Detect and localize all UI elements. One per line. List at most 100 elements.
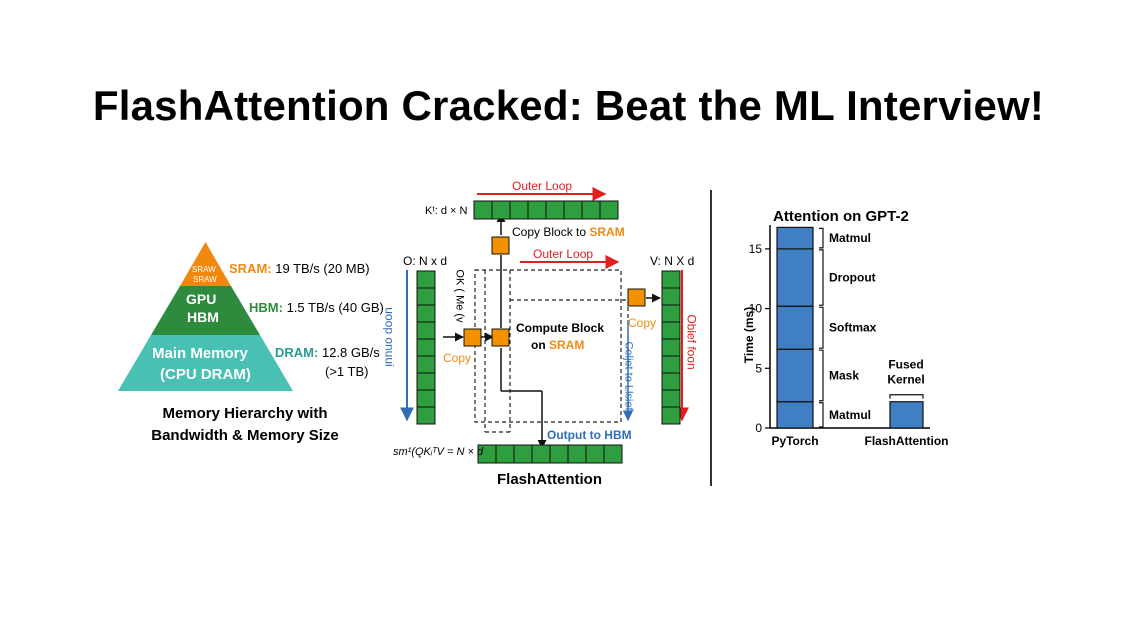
pyramid-bottom — [118, 335, 293, 391]
dram-label: DRAM: — [275, 345, 319, 360]
v-matrix-cell — [661, 389, 681, 408]
copy-block-right — [627, 288, 646, 307]
fused-label: Fused — [888, 358, 923, 372]
v-label: V: N X d — [650, 254, 695, 268]
v-matrix-cell — [661, 406, 681, 425]
pyramid-top-text-2: SRAW — [193, 275, 217, 284]
output-matrix-cell — [495, 444, 515, 464]
x-tick-label: FlashAttention — [865, 434, 949, 448]
sm-label: sm¹(QKᵢᵀV = N × d — [393, 446, 484, 458]
o-label: O: N x d — [403, 254, 448, 268]
dram-spec: DRAM: 12.8 GB/s — [275, 345, 380, 360]
output-matrix-cell — [513, 444, 533, 464]
o-matrix-cell — [416, 304, 436, 323]
flashattention-diagram — [400, 187, 689, 464]
output-matrix-cell — [531, 444, 551, 464]
k-matrix-cell — [563, 200, 583, 220]
y-tick-label: 5 — [755, 361, 762, 375]
x-tick-label: PyTorch — [771, 434, 818, 448]
compute-sram: SRAM — [549, 338, 585, 352]
memory-caption-line-1: Memory Hierarchy with — [162, 405, 328, 422]
segment-bracket — [819, 306, 824, 349]
segment-label: Dropout — [829, 271, 876, 285]
o-matrix-cell — [416, 338, 436, 357]
divider — [710, 190, 712, 486]
o-matrix-cell — [416, 355, 436, 374]
o-matrix-cell — [416, 406, 436, 425]
v-matrix-cell — [661, 270, 681, 289]
hbm-spec: HBM: 1.5 TB/s (40 GB) — [249, 300, 384, 315]
k-matrix — [473, 200, 619, 220]
v-matrix — [661, 270, 681, 425]
copy-block-label: Copy Block to SRAM — [512, 225, 625, 239]
dram-value: 12.8 GB/s — [321, 345, 380, 360]
copy-block-sram: SRAM — [589, 225, 625, 239]
segment-label: Mask — [829, 368, 859, 382]
memory-caption-line-2: Bandwidth & Memory Size — [151, 427, 339, 444]
output-matrix-cell — [603, 444, 623, 464]
chart-title: Attention on GPT-2 — [773, 208, 909, 225]
pyramid-mid — [151, 286, 260, 335]
outer-loop-mid-label: Outer Loop — [533, 247, 594, 261]
segment-label: Matmul — [829, 231, 871, 245]
pyramid-gpu: GPU — [186, 291, 217, 307]
pyramid-cpu-dram: (CPU DRAM) — [160, 366, 251, 383]
segment-bracket — [819, 227, 824, 249]
sram-label: SRAM: — [229, 261, 272, 276]
copy-block-k — [491, 236, 510, 255]
copy-right-label: Copy — [628, 316, 657, 330]
sram-value: 19 TB/s (20 MB) — [275, 261, 370, 276]
o-matrix-cell — [416, 321, 436, 340]
hbm-label: HBM: — [249, 300, 283, 315]
pyramid-top-text-1: SRAW — [192, 265, 216, 274]
ok-label: OK ( Me (v — [453, 269, 466, 323]
v-matrix-cell — [661, 304, 681, 323]
bar-segment — [776, 248, 814, 307]
segment-bracket — [819, 402, 824, 428]
output-matrix-cell — [549, 444, 569, 464]
o-matrix-cell — [416, 372, 436, 391]
output-matrix-cell — [567, 444, 587, 464]
bar-segment — [776, 401, 814, 429]
copy-left-label: Copy — [443, 351, 472, 365]
v-matrix-cell — [661, 372, 681, 391]
o-matrix-cell — [416, 287, 436, 306]
hbm-value: 1.5 TB/s (40 GB) — [286, 300, 384, 315]
k-matrix-cell — [473, 200, 493, 220]
output-label: Output to HBM — [547, 428, 632, 442]
segment-label: Softmax — [829, 321, 877, 335]
o-matrix — [416, 270, 436, 425]
k-matrix-cell — [545, 200, 565, 220]
v-matrix-cell — [661, 355, 681, 374]
output-matrix-cell — [585, 444, 605, 464]
inner-loop-left-label: uoop onuui — [382, 307, 397, 367]
inner-loop-right-label: Obief foon — [684, 314, 699, 370]
segment-bracket — [819, 249, 824, 306]
copy-block-text: Copy Block to — [512, 225, 587, 239]
compute-on-label: on SRAM — [531, 338, 584, 352]
v-matrix-cell — [661, 287, 681, 306]
pyramid-hbm: HBM — [187, 309, 219, 325]
o-matrix-cell — [416, 389, 436, 408]
compute-on: on — [531, 338, 546, 352]
sram-spec: SRAM: 19 TB/s (20 MB) — [229, 261, 370, 276]
k-label: Kᵗ: d × N — [425, 205, 468, 217]
o-matrix-cell — [416, 270, 436, 289]
segment-bracket — [819, 349, 824, 402]
v-matrix-cell — [661, 338, 681, 357]
pyramid-top — [180, 242, 231, 286]
y-tick-label: 10 — [749, 302, 763, 316]
compute-block-label: Compute Block — [516, 321, 605, 335]
compute-block — [491, 328, 510, 347]
copy-block-left — [463, 328, 482, 347]
memory-pyramid — [118, 242, 293, 391]
bar-segment — [776, 348, 814, 403]
bar-segment — [889, 401, 924, 429]
page-title: FlashAttention Cracked: Beat the ML Inte… — [92, 82, 1045, 129]
segment-label: Matmul — [829, 408, 871, 422]
bar-segment — [776, 305, 814, 350]
bar-segment — [776, 226, 814, 250]
k-matrix-cell — [581, 200, 601, 220]
chart-svg: 051015MatmulMaskSoftmaxDropoutMatmulPyTo… — [749, 225, 949, 448]
fused-label: Kernel — [887, 373, 924, 387]
